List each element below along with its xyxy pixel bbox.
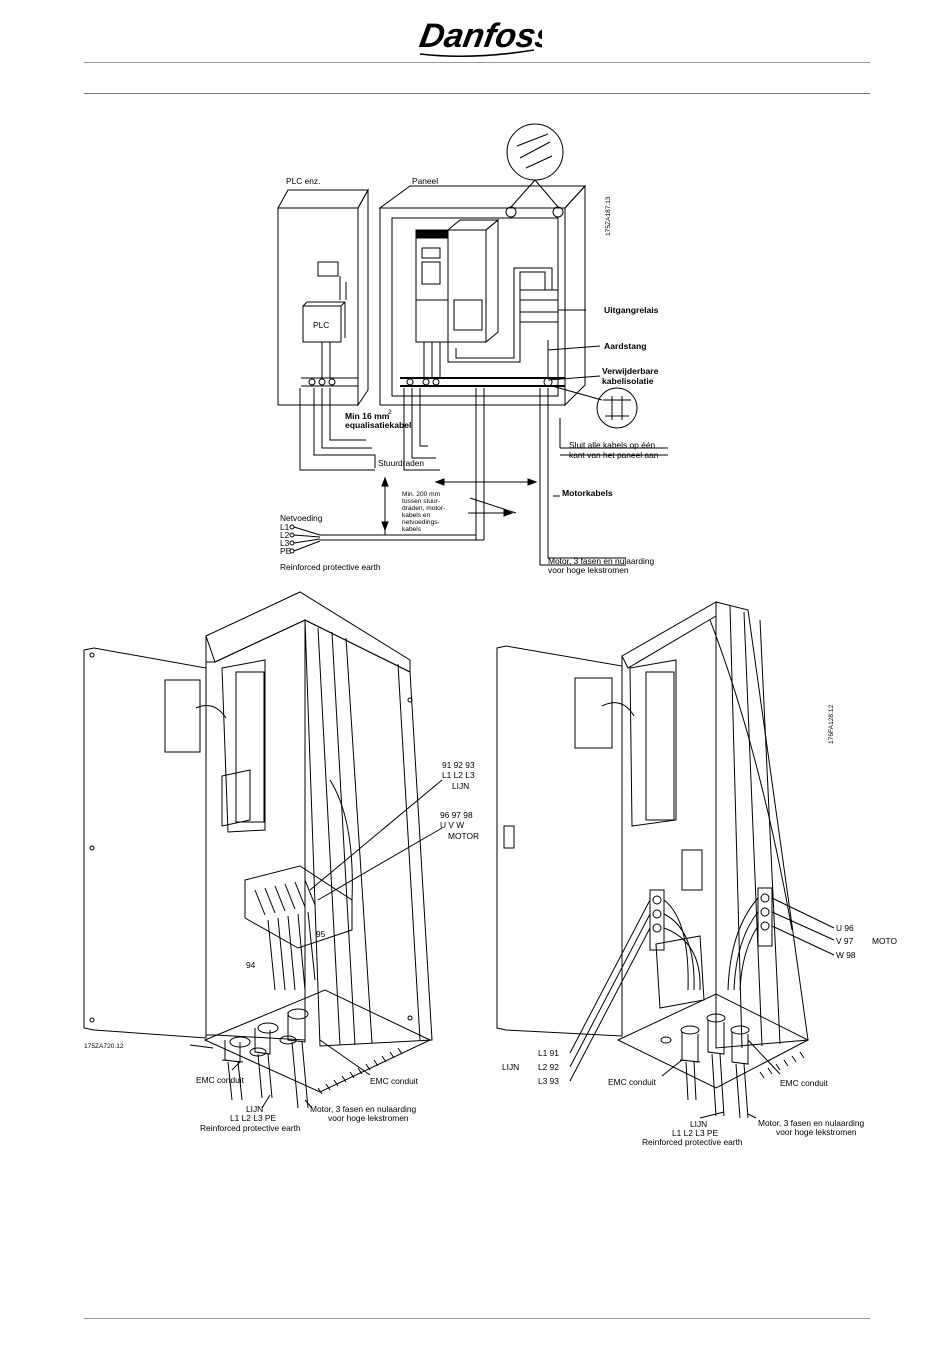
- label-line-nums: 91 92 93: [442, 760, 475, 770]
- logo-swash: [419, 49, 535, 58]
- label-emc-right-2: EMC conduit: [780, 1078, 829, 1088]
- label-min200-4: kabels en: [402, 512, 431, 519]
- label-lijn-phases-right: L1 L2 L3 PE: [672, 1128, 719, 1138]
- label-line-phases: L1 L2 L3: [442, 770, 475, 780]
- header-rule-top: [84, 62, 870, 63]
- right-diagram-labels: 176FA128.12 U 96 V 97 W 98 MOTO L1 91 L2…: [502, 704, 897, 1147]
- label-l1: L1: [280, 522, 290, 532]
- label-motor-cut: MOTO: [872, 936, 897, 946]
- label-v97: V 97: [836, 936, 854, 946]
- panel-cabinet: [378, 184, 587, 407]
- label-line-word: LIJN: [452, 781, 469, 791]
- plc-cabinet: [277, 188, 369, 407]
- cable-routing: [299, 388, 668, 566]
- label-min200-6: kabels: [402, 526, 422, 533]
- cabinet-body-right: [569, 601, 835, 1119]
- output-relay: [519, 289, 559, 323]
- plc-module: [317, 261, 339, 277]
- danfoss-wordmark: Danfoss: [417, 17, 542, 55]
- cabinet-door-left: [83, 647, 207, 1039]
- label-lijn-right: LIJN: [690, 1119, 707, 1129]
- installation-diagram-right: 176FA128.12 U 96 V 97 W 98 MOTO L1 91 L2…: [496, 601, 897, 1147]
- label-motor-word: MOTOR: [448, 831, 479, 841]
- label-plc-cabinet: PLC enz.: [286, 176, 320, 186]
- mains-terminals: [289, 524, 321, 554]
- label-lijn-side: LIJN: [502, 1062, 519, 1072]
- figure-code-left: 175ZA720.12: [84, 1043, 124, 1050]
- label-l2: L2: [280, 530, 290, 540]
- screw-detail: [506, 123, 564, 208]
- label-emc-left-2: EMC conduit: [370, 1076, 419, 1086]
- label-l3: L3: [280, 538, 290, 548]
- label-earth-bar: Aardstang: [604, 341, 647, 351]
- label-motor3-right-b: voor hoge lekstromen: [776, 1127, 857, 1137]
- label-output-relay: Uitgangrelais: [604, 305, 659, 315]
- figure-code-top: 175ZA187.13: [605, 196, 612, 236]
- left-diagram-labels: 175ZA720.12 91 92 93 L1 L2 L3 LIJN 96 97…: [84, 760, 479, 1133]
- label-terminal-95: 95: [316, 929, 326, 939]
- top-diagram-labels: PLC enz. Paneel PLC 175ZA187.13 Uitgangr…: [280, 176, 659, 575]
- label-terminal-94: 94: [246, 960, 256, 970]
- label-motor3-a: Motor, 3 fasen en nulaarding: [548, 556, 654, 566]
- label-motor-nums: 96 97 98: [440, 810, 473, 820]
- label-pe: PE: [280, 546, 292, 556]
- label-motor3-left-a: Motor, 3 fasen en nulaarding: [310, 1104, 416, 1114]
- label-lijn-left: LIJN: [246, 1104, 263, 1114]
- label-motor-cables: Motorkabels: [562, 488, 613, 498]
- label-connect-a: Sluit alle kabels op één: [569, 440, 655, 450]
- figure-code-right: 176FA128.12: [828, 704, 835, 744]
- header-rule-bottom: [84, 93, 870, 94]
- cable-insulation-detail: [551, 385, 638, 429]
- label-reinforced-top: Reinforced protective earth: [280, 562, 381, 572]
- label-emc-right-1: EMC conduit: [608, 1077, 657, 1087]
- label-emc-left-1: EMC conduit: [196, 1075, 245, 1085]
- label-reinforced-left: Reinforced protective earth: [200, 1123, 301, 1133]
- label-l2-92: L2 92: [538, 1062, 559, 1072]
- label-removable-a: Verwijderbare: [602, 366, 659, 376]
- label-motor3-left-b: voor hoge lekstromen: [328, 1113, 409, 1123]
- label-control-wires: Stuurdraden: [378, 458, 424, 468]
- label-min200-3: draden, motor-: [402, 505, 445, 512]
- label-u96: U 96: [836, 923, 854, 933]
- danfoss-logo: Danfoss: [417, 17, 542, 58]
- label-motor3-right-a: Motor, 3 fasen en nulaarding: [758, 1118, 864, 1128]
- cabinet-body-left: [189, 591, 443, 1109]
- footer-rule: [84, 1318, 870, 1319]
- frequency-converter: [415, 229, 449, 301]
- label-panel: Paneel: [412, 176, 438, 186]
- label-l3-93: L3 93: [538, 1076, 559, 1086]
- cabinet-door-right: [496, 645, 623, 1037]
- label-plc: PLC: [313, 320, 329, 330]
- label-min16-sup: 2: [388, 409, 392, 416]
- label-min16-b: equalisatiekabel: [345, 420, 411, 430]
- label-min16-a: Min 16 mm: [345, 411, 390, 421]
- installation-diagram-top: PLC enz. Paneel PLC 175ZA187.13 Uitgangr…: [277, 123, 668, 575]
- label-mains: Netvoeding: [280, 513, 323, 523]
- label-w98: W 98: [836, 950, 856, 960]
- label-min200-1: Min. 200 mm: [402, 491, 441, 498]
- label-removable-b: kabelisolatie: [602, 376, 654, 386]
- brand-text: Danfoss: [417, 17, 542, 55]
- installation-diagram-left: 175ZA720.12 91 92 93 L1 L2 L3 LIJN 96 97…: [83, 591, 479, 1133]
- label-motor3-b: voor hoge lekstromen: [548, 565, 629, 575]
- label-min200-5: netvoedings-: [402, 519, 440, 526]
- label-l1-91: L1 91: [538, 1048, 559, 1058]
- label-connect-b: kant van het paneel aan: [569, 450, 659, 460]
- label-lijn-phases-left: L1 L2 L3 PE: [230, 1113, 277, 1123]
- label-reinforced-right: Reinforced protective earth: [642, 1137, 743, 1147]
- label-min200-2: tussen stuur-: [402, 498, 440, 505]
- label-motor-phases: U V W: [440, 820, 464, 830]
